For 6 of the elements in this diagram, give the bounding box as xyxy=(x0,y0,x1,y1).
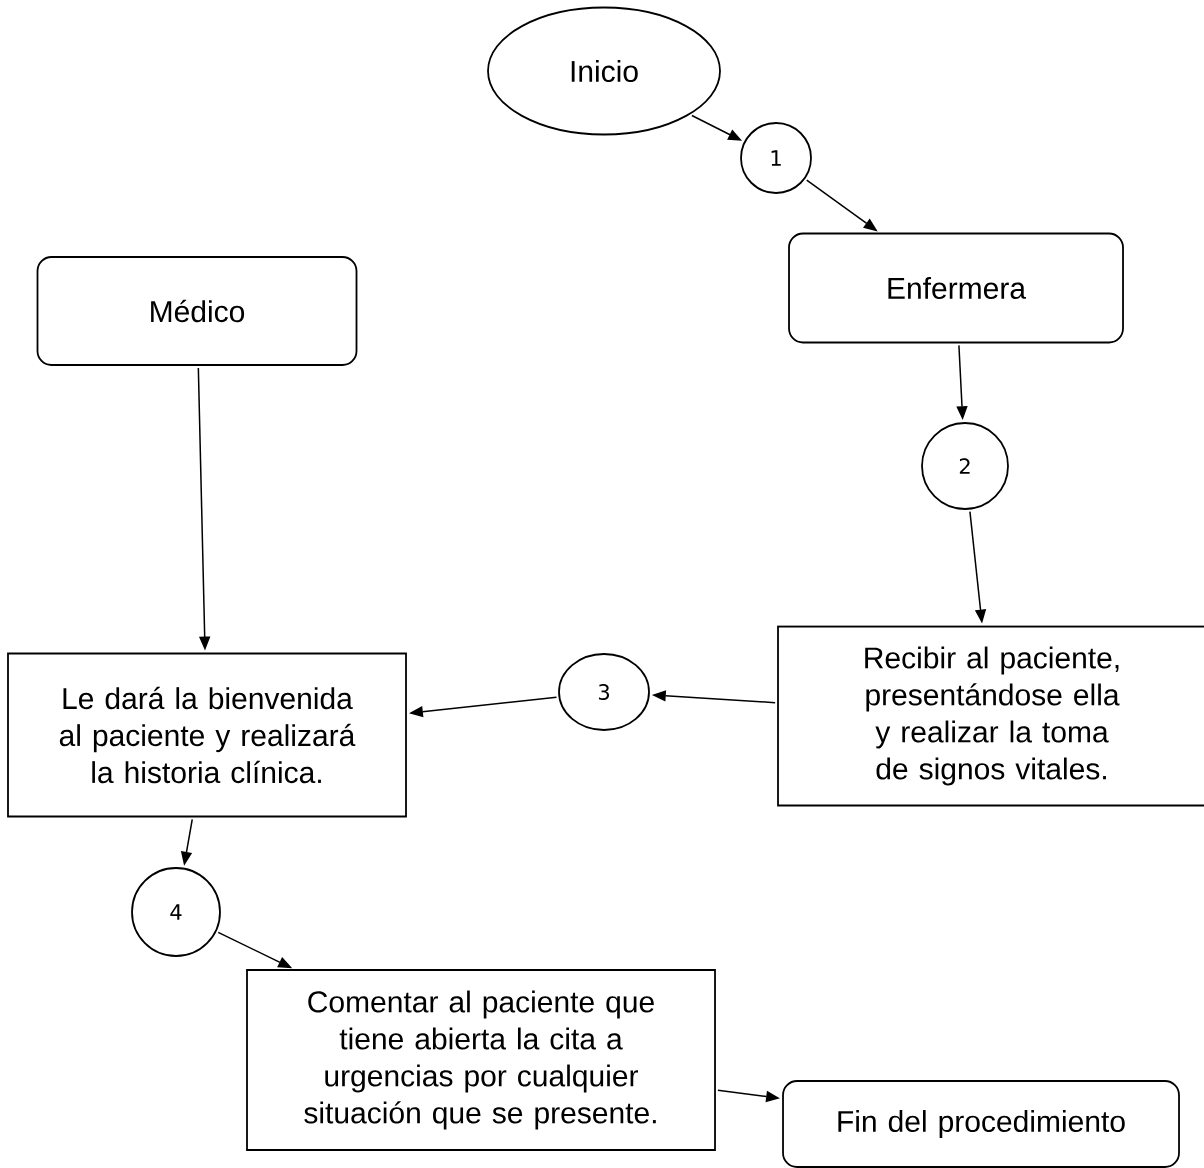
process-box: Comentar al paciente que tiene abierta la cita a urgencias por cualquier situación que se presente. xyxy=(246,969,716,1151)
process-box: Le dará la bienvenida al paciente y realizará la historia clínica. xyxy=(7,652,407,818)
process-box: Recibir al paciente, presentándose ella y realizar la toma de signos vitales. xyxy=(777,625,1204,807)
role-box: Enfermera xyxy=(788,232,1124,344)
end-box: Fin del procedimiento xyxy=(782,1080,1180,1168)
role-box: Médico xyxy=(36,256,358,366)
